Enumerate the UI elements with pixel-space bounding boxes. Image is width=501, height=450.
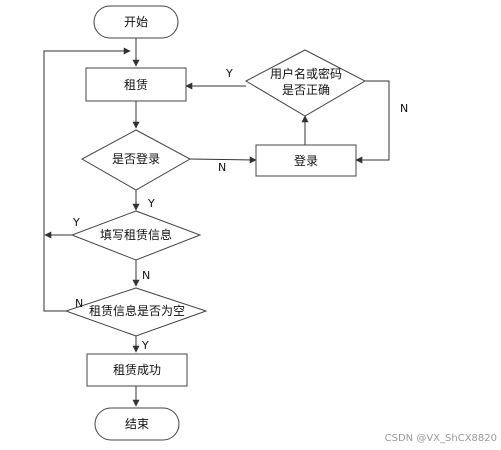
rent-process (85, 67, 187, 102)
start-label: 开始 (124, 15, 148, 29)
logincheck-decision (80, 129, 192, 191)
emptycheck-no-label: N (75, 297, 83, 310)
edge-logincheck-to-login (189, 156, 257, 164)
login-process (255, 144, 357, 177)
fill-no-label: N (142, 269, 150, 282)
credcheck-yes-label: Y (225, 67, 233, 80)
rent-label: 租赁 (124, 78, 148, 92)
end-label: 结束 (125, 417, 149, 431)
credcheck-no-label: N (400, 102, 408, 115)
start-terminal (93, 5, 179, 39)
success-label: 租赁成功 (113, 363, 161, 377)
credcheck-label-line1: 用户名或密码 (270, 66, 342, 81)
fill-decision (70, 210, 202, 261)
emptycheck-decision (64, 287, 208, 337)
edge-credcheck-to-login (355, 80, 390, 164)
edge-emptycheck-loop (43, 47, 131, 312)
end-terminal (94, 407, 180, 441)
success-process (86, 353, 188, 387)
logincheck-label: 是否登录 (112, 151, 160, 166)
watermark: CSDN @VX_ShCX8820 (385, 433, 497, 444)
emptycheck-yes-label: Y (141, 339, 149, 352)
logincheck-no-label: N (218, 161, 226, 174)
fill-yes-label: Y (72, 216, 80, 229)
emptycheck-label: 租赁信息是否为空 (89, 303, 185, 318)
fill-label: 填写租赁信息 (100, 227, 172, 242)
logincheck-yes-label: Y (147, 197, 155, 210)
login-label: 登录 (294, 153, 318, 168)
credcheck-decision (244, 49, 367, 117)
credcheck-label-line2: 是否正确 (282, 83, 330, 97)
